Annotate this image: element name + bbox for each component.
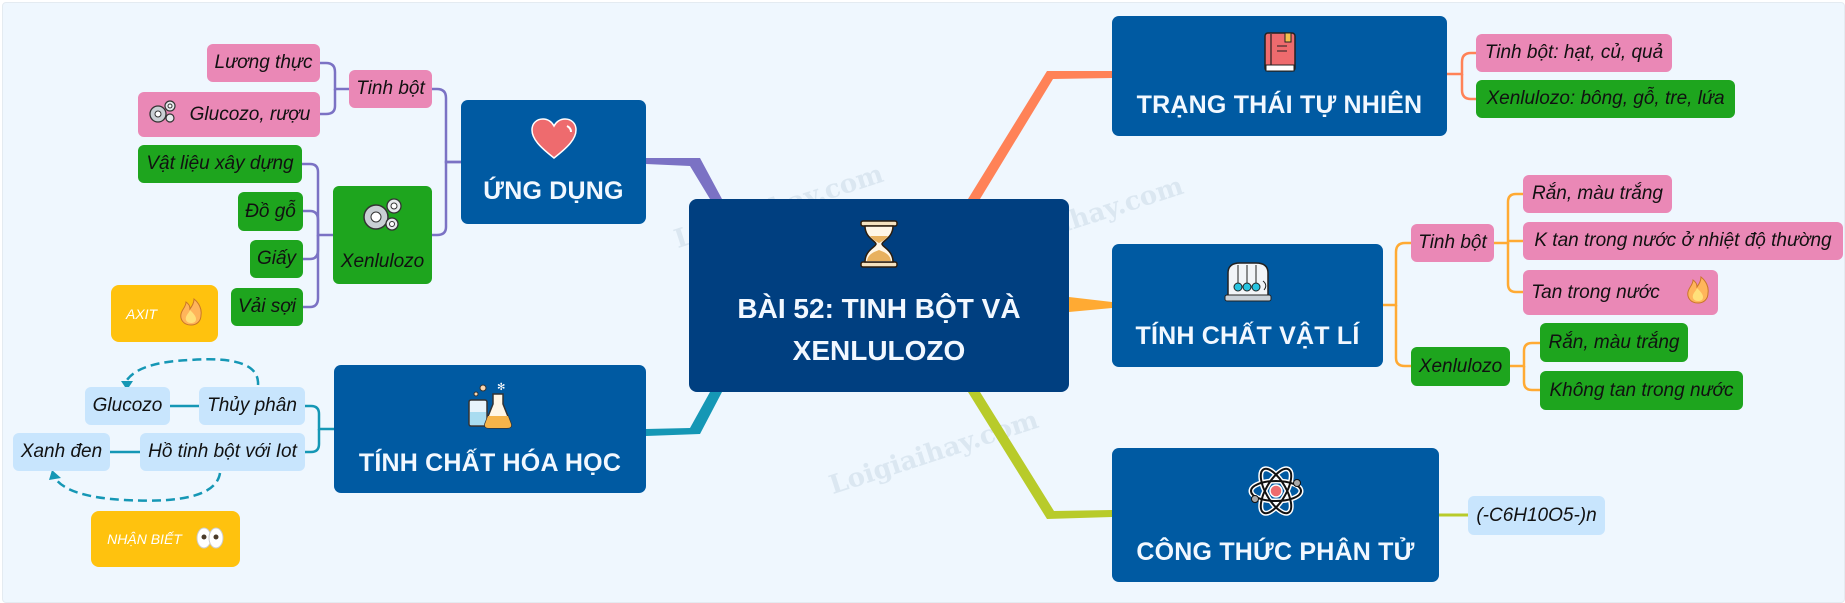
subtopic-xenlulozo-vat-li[interactable]: Xenlulozo bbox=[1411, 347, 1510, 386]
fire-icon bbox=[179, 297, 203, 329]
leaf-label: Vật liệu xây dựng bbox=[146, 153, 294, 174]
leaf-xenlulozo-tu-nhien[interactable]: Xenlulozo: bông, gỗ, tre, lứa bbox=[1476, 80, 1735, 118]
central-topic-line-1: BÀI 52: TINH BỘT VÀ bbox=[737, 293, 1021, 324]
leaf-khong-tan-trong-nuoc[interactable]: Không tan trong nước bbox=[1540, 371, 1743, 410]
branch-cong-thuc-line bbox=[968, 392, 1112, 519]
subtopic-tinh-bot-ung-dung[interactable]: Tinh bột bbox=[349, 70, 432, 108]
leaf-label: Thủy phân bbox=[207, 395, 297, 416]
tag-label: AXIT bbox=[125, 305, 158, 322]
leaf-k-tan-trong-nuoc[interactable]: K tan trong nước ở nhiệt độ thường bbox=[1523, 222, 1843, 260]
central-topic[interactable]: BÀI 52: TINH BỘT VÀ XENLULOZO bbox=[689, 199, 1069, 392]
leaf-tan-trong-nuoc[interactable]: Tan trong nước bbox=[1523, 270, 1718, 315]
leaf-vai-soi[interactable]: Vải sợi bbox=[231, 288, 303, 326]
arrowhead bbox=[121, 381, 133, 390]
leaf-xanh-den[interactable]: Xanh đen bbox=[13, 433, 110, 471]
book-icon bbox=[1263, 32, 1297, 79]
leaf-label: Vải sợi bbox=[238, 296, 296, 317]
arrowhead bbox=[49, 470, 61, 480]
branch-ung-dung-line bbox=[646, 158, 722, 199]
svg-text:✻: ✻ bbox=[497, 382, 505, 393]
leaf-tinh-bot-tu-nhien[interactable]: Tinh bột: hạt, củ, quả bbox=[1476, 34, 1672, 72]
leaf-formula[interactable]: (-C6H10O5-)n bbox=[1468, 496, 1605, 535]
subtopic-label: Xenlulozo bbox=[1418, 355, 1503, 377]
formula-label: (-C6H10O5-)n bbox=[1476, 504, 1597, 526]
leaf-label: Không tan trong nước bbox=[1549, 379, 1734, 401]
leaf-do-go[interactable]: Đồ gỗ bbox=[238, 192, 303, 231]
leaf-label: Xanh đen bbox=[20, 441, 103, 462]
leaf-glucozo-result[interactable]: Glucozo bbox=[85, 387, 170, 425]
topic-ung-dung-title: ỨNG DỤNG bbox=[483, 177, 624, 205]
eyes-icon bbox=[196, 526, 224, 553]
subtopic-label: Tinh bột bbox=[356, 78, 425, 99]
leaf-label: Tinh bột: hạt, củ, quả bbox=[1484, 42, 1664, 63]
gears-icon bbox=[148, 99, 178, 131]
topic-trang-thai-title: TRẠNG THÁI TỰ NHIÊN bbox=[1136, 91, 1423, 119]
subtopic-tinh-bot-vat-li[interactable]: Tinh bột bbox=[1411, 224, 1494, 262]
leaf-label: Tan trong nước bbox=[1531, 281, 1660, 303]
tag-axit[interactable]: AXIT bbox=[111, 285, 218, 342]
leaf-luong-thuc[interactable]: Lương thực bbox=[207, 44, 320, 82]
gears-icon bbox=[361, 197, 405, 239]
topic-vat-li-title: TÍNH CHẤT VẬT LÍ bbox=[1135, 321, 1360, 350]
leaf-label: Giấy bbox=[256, 248, 297, 269]
atom-icon bbox=[1248, 463, 1304, 524]
leaf-label: K tan trong nước ở nhiệt độ thường bbox=[1534, 230, 1832, 251]
tag-label: NHẬN BIẾT bbox=[107, 531, 182, 547]
leaf-label: Hồ tinh bột với Iot bbox=[148, 441, 297, 462]
leaf-label: Glucozo, rượu bbox=[189, 103, 311, 125]
topic-trang-thai[interactable]: TRẠNG THÁI TỰ NHIÊN bbox=[1112, 16, 1447, 136]
leaf-label: Xenlulozo: bông, gỗ, tre, lứa bbox=[1486, 88, 1725, 109]
topic-ung-dung[interactable]: ỨNG DỤNG bbox=[461, 100, 646, 224]
newtons-cradle-icon bbox=[1222, 261, 1274, 308]
leaf-label: Lương thực bbox=[214, 52, 313, 73]
topic-hoa-hoc-title: TÍNH CHẤT HÓA HỌC bbox=[358, 449, 622, 477]
subtopic-xenlulozo-ung-dung[interactable]: Xenlulozo bbox=[333, 186, 432, 284]
branch-hoa-hoc-line bbox=[646, 392, 722, 436]
topic-cong-thuc[interactable]: CÔNG THỨC PHÂN TỬ bbox=[1112, 448, 1439, 582]
leaf-label: Đồ gỗ bbox=[245, 200, 296, 222]
hourglass-icon bbox=[859, 219, 899, 274]
branch-vat-li-line bbox=[1069, 297, 1112, 312]
leaf-ho-tinh-bot-iot[interactable]: Hồ tinh bột với Iot bbox=[140, 433, 305, 471]
heart-icon bbox=[530, 118, 578, 165]
fire-icon bbox=[1686, 275, 1710, 310]
topic-vat-li[interactable]: TÍNH CHẤT VẬT LÍ bbox=[1112, 244, 1383, 367]
branch-trang-thai-line bbox=[968, 71, 1112, 199]
flask-icon: ✻ bbox=[467, 380, 513, 435]
tag-nhan-biet[interactable]: NHẬN BIẾT bbox=[91, 511, 240, 567]
leaf-label: Rắn, màu trắng bbox=[1548, 331, 1680, 353]
leaf-label: Glucozo bbox=[92, 395, 163, 416]
subtopic-label: Xenlulozo bbox=[340, 251, 425, 272]
leaf-glucozo-ruou[interactable]: Glucozo, rượu bbox=[138, 92, 320, 137]
leaf-ran-mau-trang-tinh-bot[interactable]: Rắn, màu trắng bbox=[1523, 175, 1672, 213]
subtopic-label: Tinh bột bbox=[1418, 232, 1487, 253]
leaf-label: Rắn, màu trắng bbox=[1532, 183, 1663, 204]
leaf-ran-mau-trang-xenlulozo[interactable]: Rắn, màu trắng bbox=[1540, 323, 1688, 362]
leaf-vat-lieu-xay-dung[interactable]: Vật liệu xây dựng bbox=[138, 145, 302, 183]
central-topic-line-2: XENLULOZO bbox=[792, 335, 966, 366]
topic-hoa-hoc[interactable]: ✻ TÍNH CHẤT HÓA HỌC bbox=[334, 365, 646, 493]
leaf-thuy-phan[interactable]: Thủy phân bbox=[199, 387, 305, 425]
topic-cong-thuc-title: CÔNG THỨC PHÂN TỬ bbox=[1136, 538, 1415, 566]
leaf-giay[interactable]: Giấy bbox=[250, 240, 303, 278]
